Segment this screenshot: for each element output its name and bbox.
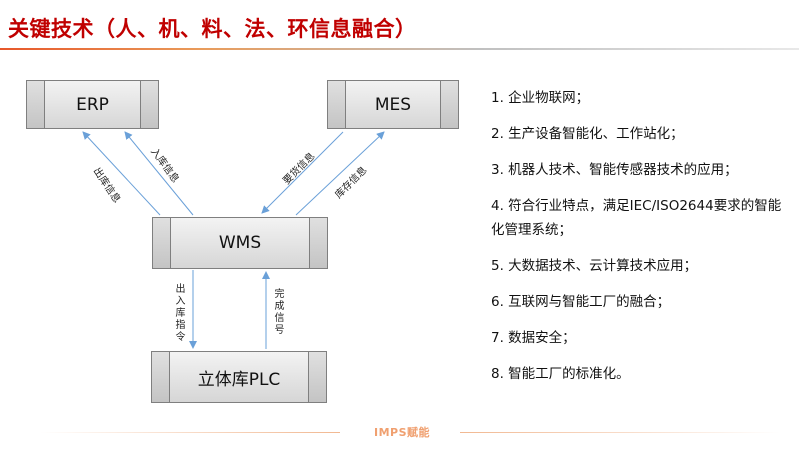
plc-label: 立体库PLC	[197, 369, 281, 390]
list-item: 3. 机器人技术、智能传感器技术的应用；	[491, 162, 738, 178]
footer-divider-right	[460, 432, 780, 433]
title-divider	[0, 48, 799, 50]
erp-box: ERP	[26, 80, 159, 129]
edge-label-done-signal: 完成信号	[272, 288, 283, 336]
mes-label: MES	[374, 94, 412, 115]
wms-box: WMS	[152, 217, 328, 269]
page-title: 关键技术（人、机、料、法、环信息融合）	[8, 17, 417, 41]
list-item: 4. 符合行业特点，满足IEC/ISO2644要求的智能化管理系统；	[491, 198, 782, 238]
wms-label: WMS	[218, 233, 262, 253]
arrow-mes-to-wms-request	[261, 131, 344, 214]
list-item: 8. 智能工厂的标准化。	[491, 366, 630, 382]
list-item: 2. 生产设备智能化、工作站化；	[491, 126, 684, 142]
diagram-arrows	[82, 131, 385, 349]
mes-box: MES	[327, 80, 459, 129]
plc-box: 立体库PLC	[151, 351, 327, 403]
footer-divider-left	[40, 432, 340, 433]
list-item: 5. 大数据技术、云计算技术应用；	[491, 258, 698, 274]
edge-label-io-command: 出入库指令	[173, 283, 184, 343]
list-item: 1. 企业物联网；	[491, 90, 590, 106]
arrow-wms-to-erp-inbound	[124, 131, 194, 216]
arrow-wms-to-erp-outbound	[82, 131, 161, 216]
list-item: 7. 数据安全；	[491, 330, 576, 346]
key-technology-list: 1. 企业物联网； 2. 生产设备智能化、工作站化； 3. 机器人技术、智能传感…	[491, 86, 791, 398]
list-item: 6. 互联网与智能工厂的融合；	[491, 294, 671, 310]
erp-label: ERP	[76, 94, 109, 115]
footer-brand: IMPS赋能	[374, 426, 431, 439]
arrow-wms-to-mes-stock	[295, 131, 385, 216]
